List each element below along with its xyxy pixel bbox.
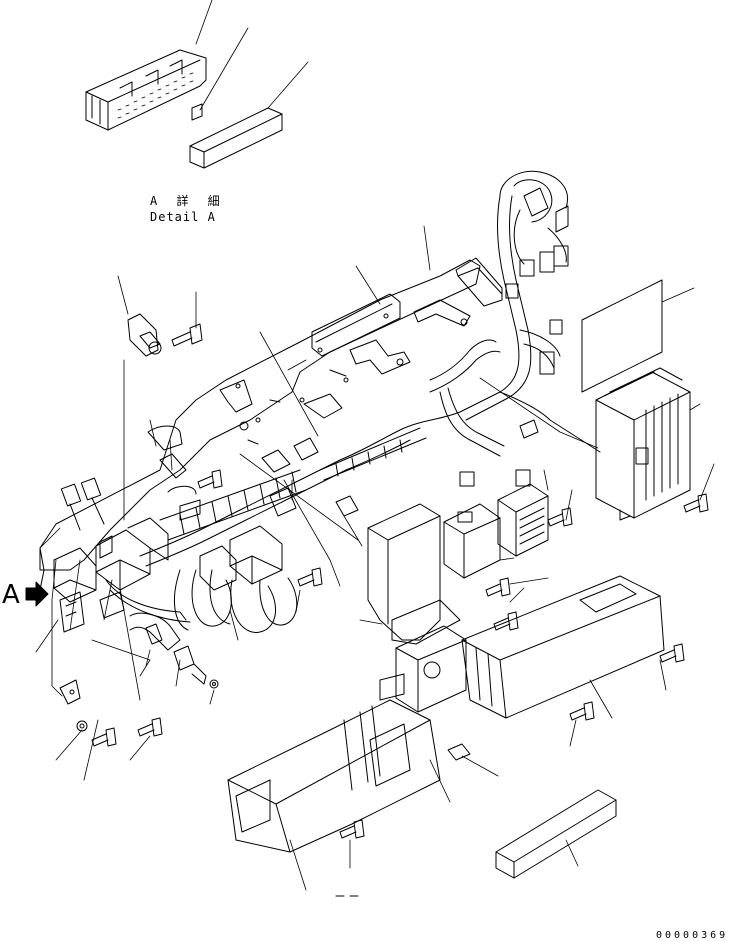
duct-upper	[368, 504, 460, 644]
detail-a-label-japanese: A 詳 細	[150, 194, 226, 208]
spacer-block	[336, 496, 358, 516]
detail-a-label-english: Detail A	[150, 210, 216, 224]
view-a-label: A	[2, 580, 20, 610]
foam-pad	[496, 790, 616, 878]
main-wiring-harness	[140, 171, 600, 632]
view-arrow-icon	[26, 582, 48, 606]
duct-right	[462, 576, 664, 718]
leader-lines	[36, 226, 714, 890]
left-connector-cluster	[40, 426, 318, 688]
relay-box	[498, 470, 548, 556]
duct-middle	[380, 626, 466, 712]
controller-unit	[596, 368, 690, 520]
drawing-number: 00000369	[656, 930, 729, 941]
duct-lower	[228, 700, 440, 852]
sensor-switch	[128, 314, 161, 356]
harness-connectors	[456, 188, 568, 374]
small-pad	[448, 744, 470, 760]
main-frame-plate	[40, 260, 480, 570]
detail-a-cover	[190, 108, 282, 168]
fuse-box	[444, 472, 500, 578]
detail-a-leaders	[196, 0, 308, 110]
plate-brackets	[220, 300, 538, 438]
detail-a-connector-block	[86, 50, 206, 130]
bolts	[60, 470, 708, 838]
bolt-top	[172, 324, 202, 346]
controller-label-plate	[582, 280, 662, 392]
